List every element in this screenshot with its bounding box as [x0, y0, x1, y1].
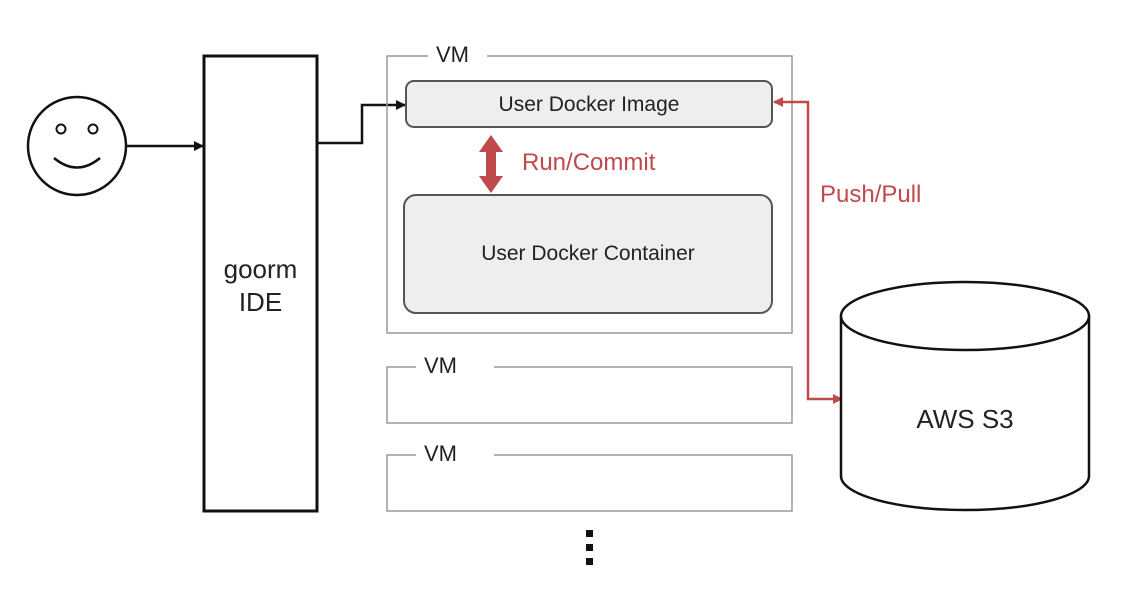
aws-s3-label: AWS S3 [916, 404, 1014, 434]
vm-frame-2 [386, 366, 793, 424]
docker-container-box [403, 194, 773, 314]
vertical-ellipsis-icon [586, 530, 593, 565]
run-commit-arrow [479, 135, 503, 193]
push-pull-label: Push/Pull [820, 181, 922, 208]
vm-label-1: VM [428, 42, 477, 68]
run-commit-label: Run/Commit [522, 149, 656, 176]
ide-to-image-arrow [317, 100, 406, 145]
smiley-face-icon [26, 95, 128, 197]
vm-frame-1 [386, 55, 793, 334]
ide-label-line2: IDE [238, 287, 283, 317]
push-pull-arrow [773, 97, 843, 404]
goorm-ide-box [202, 54, 319, 513]
docker-container-label: User Docker Container [481, 242, 695, 265]
database-cylinder-icon [839, 280, 1091, 512]
vm-label-3: VM [416, 441, 465, 467]
ide-label-line1: goorm [223, 254, 298, 284]
vm-label-2: VM [416, 353, 465, 379]
docker-image-label: User Docker Image [498, 93, 680, 116]
docker-image-box [405, 80, 773, 128]
vm-frame-3 [386, 454, 793, 512]
